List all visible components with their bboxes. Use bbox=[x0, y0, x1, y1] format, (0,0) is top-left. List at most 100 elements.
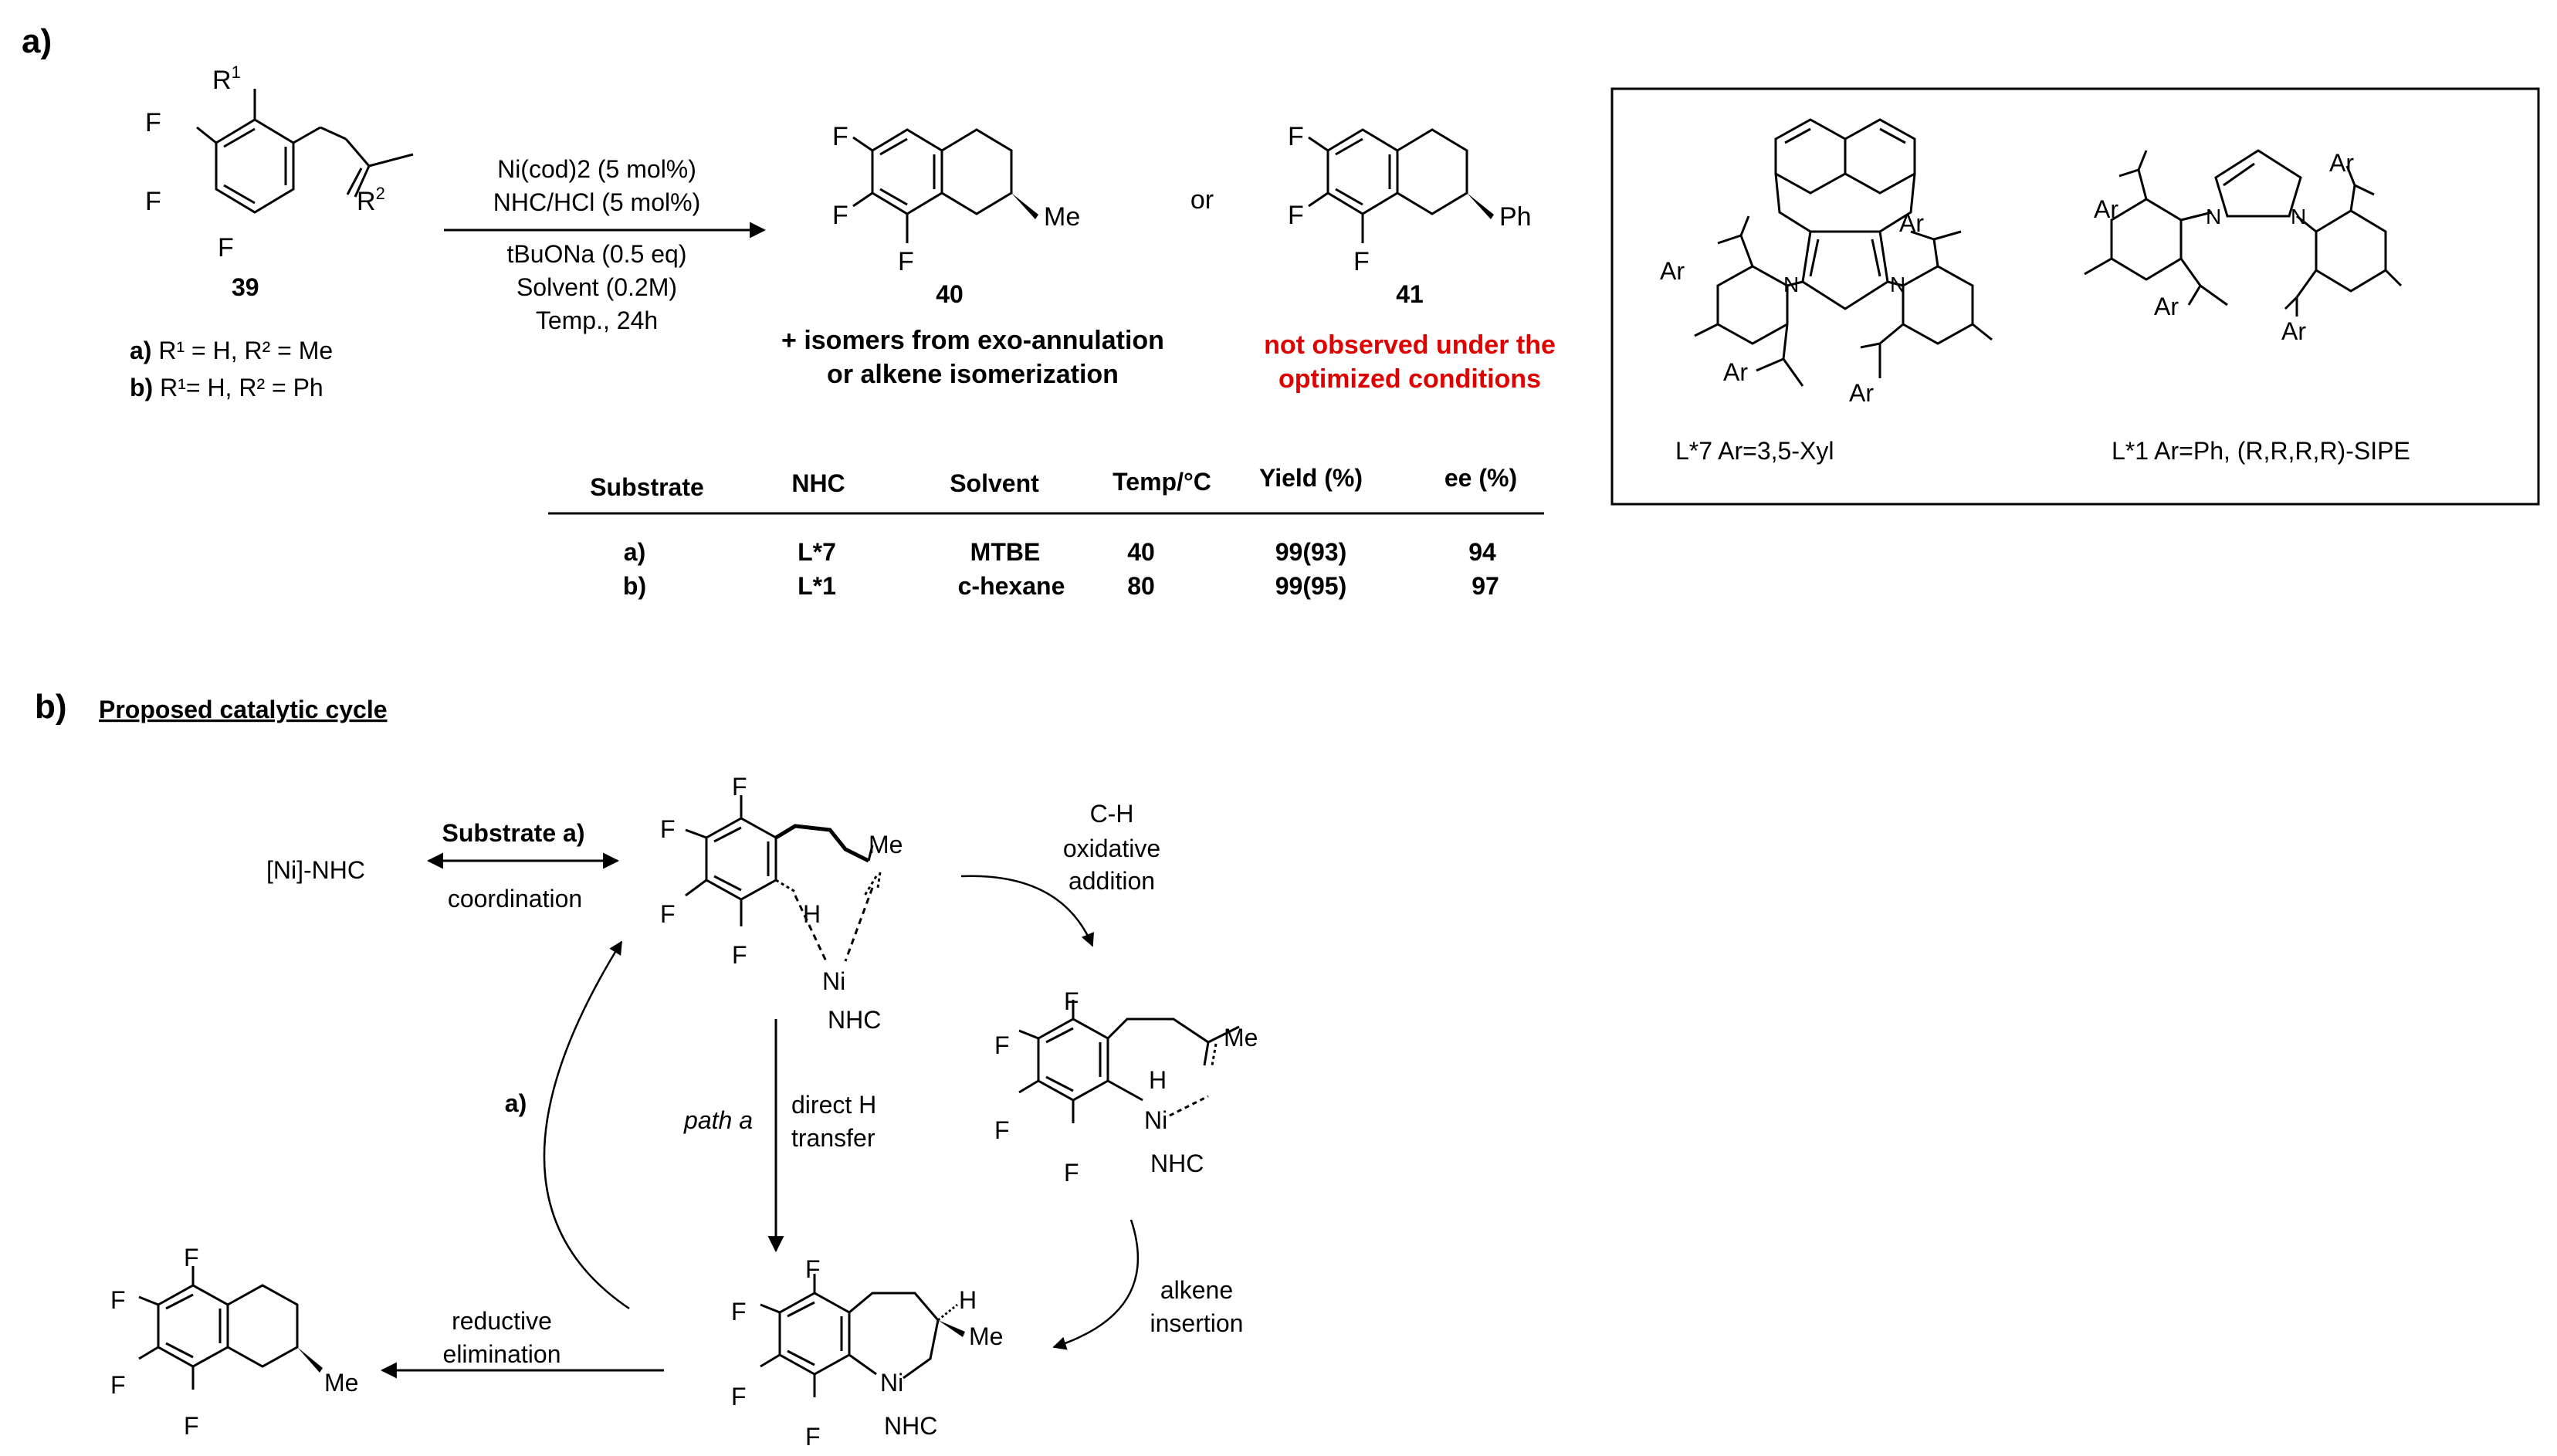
ligand-box bbox=[1610, 87, 2540, 506]
variant-b: b) R¹= H, R² = Ph bbox=[130, 374, 323, 401]
product-40-structure bbox=[852, 128, 1013, 243]
product-40-number: 40 bbox=[936, 280, 964, 308]
atom-f: F bbox=[184, 1412, 199, 1440]
atom-f: F bbox=[145, 108, 161, 137]
atom-f: F bbox=[184, 1244, 199, 1271]
ligand-ar: Ar bbox=[1849, 379, 1874, 407]
wedge-bond bbox=[297, 1347, 323, 1373]
product-41-structure bbox=[1308, 128, 1468, 243]
atom-f: F bbox=[145, 187, 161, 216]
ligand-n: N bbox=[2291, 205, 2306, 229]
table-cell: MTBE bbox=[970, 538, 1041, 566]
atom-me: Me bbox=[869, 831, 903, 858]
wedge-bond bbox=[1467, 193, 1494, 219]
ligand-ar: Ar bbox=[1723, 358, 1748, 386]
product-40-substituent: Me bbox=[1044, 202, 1080, 232]
reductive-elimination-label: reductive bbox=[452, 1307, 552, 1335]
atom-f: F bbox=[898, 247, 914, 276]
atom-me: Me bbox=[1224, 1024, 1258, 1051]
atom-h: H bbox=[803, 900, 821, 928]
ligand-n: N bbox=[1890, 273, 1905, 296]
atom-f: F bbox=[218, 233, 234, 262]
ch-label: oxidative bbox=[1063, 835, 1160, 862]
table-header: NHC bbox=[791, 469, 845, 497]
alkene-insertion-label: insertion bbox=[1150, 1309, 1244, 1337]
condition-line: NHC/HCl (5 mol%) bbox=[493, 188, 700, 216]
ch-label: addition bbox=[1069, 867, 1155, 895]
alkene-insertion-arrow bbox=[1052, 1219, 1139, 1350]
atom-f: F bbox=[805, 1423, 821, 1451]
atom-h: H bbox=[1149, 1066, 1167, 1094]
ligand-ar: Ar bbox=[2154, 293, 2179, 320]
substrate-arrow-label: Substrate a) bbox=[442, 819, 585, 847]
wedge-bond bbox=[938, 1320, 965, 1337]
condition-line: Ni(cod)2 (5 mol%) bbox=[497, 155, 696, 183]
atom-f: F bbox=[731, 1383, 747, 1410]
ni-nhc-label: [Ni]-NHC bbox=[266, 856, 365, 884]
table-header: Yield (%) bbox=[1259, 464, 1363, 492]
atom-f: F bbox=[731, 1298, 747, 1326]
product-40-note: + isomers from exo-annulation bbox=[781, 326, 1164, 355]
table-cell: c-hexane bbox=[958, 572, 1065, 600]
atom-f: F bbox=[832, 122, 848, 151]
ligand-n: N bbox=[1783, 273, 1799, 296]
table-header: Temp/°C bbox=[1113, 468, 1211, 496]
results-table: Substrate NHC Solvent Temp/°C Yield (%) … bbox=[548, 464, 1544, 600]
or-text: or bbox=[1190, 185, 1214, 215]
atom-f: F bbox=[660, 815, 676, 843]
wedge-bond bbox=[1011, 193, 1038, 219]
ligand-ar: Ar bbox=[2329, 149, 2354, 177]
product-41-substituent: Ph bbox=[1499, 202, 1532, 232]
panel-b-label: b) bbox=[35, 688, 67, 726]
atom-f: F bbox=[660, 900, 676, 928]
ligand-ar: Ar bbox=[1660, 257, 1685, 285]
table-header: Substrate bbox=[590, 473, 704, 501]
ligand-ar: Ar bbox=[2281, 317, 2306, 345]
reductive-elimination-label: elimination bbox=[443, 1340, 561, 1368]
substrate-r2: R2 bbox=[357, 184, 385, 216]
atom-nhc: NHC bbox=[1150, 1150, 1204, 1177]
nickel-hydride-structure bbox=[1018, 1000, 1240, 1123]
variant-a: a) R¹ = H, R² = Me bbox=[130, 337, 333, 364]
path-a-label: path a bbox=[683, 1106, 753, 1134]
substrate-39-structure bbox=[196, 89, 414, 214]
atom-nhc: NHC bbox=[884, 1412, 937, 1440]
atom-f: F bbox=[805, 1255, 821, 1283]
product-41-number: 41 bbox=[1396, 280, 1424, 308]
panel-b-title: Proposed catalytic cycle bbox=[99, 696, 388, 723]
atom-f: F bbox=[1353, 247, 1370, 276]
atom-h: H bbox=[959, 1286, 977, 1314]
condition-line: Solvent (0.2M) bbox=[516, 273, 677, 301]
atom-ni: Ni bbox=[880, 1369, 903, 1397]
condition-line: tBuONa (0.5 eq) bbox=[507, 240, 687, 268]
atom-f: F bbox=[1288, 122, 1304, 151]
table-cell: 40 bbox=[1127, 538, 1155, 566]
ch-label: C-H bbox=[1090, 800, 1134, 828]
product-41-note: optimized conditions bbox=[1278, 364, 1541, 394]
table-cell: 99(95) bbox=[1275, 572, 1347, 600]
table-cell: 94 bbox=[1468, 538, 1496, 566]
cycle-a-label: a) bbox=[505, 1089, 527, 1117]
atom-f: F bbox=[110, 1286, 126, 1314]
product-41-note: not observed under the bbox=[1264, 330, 1556, 360]
atom-me: Me bbox=[969, 1322, 1003, 1350]
atom-f: F bbox=[1064, 987, 1079, 1015]
table-cell: L*7 bbox=[798, 538, 836, 566]
ligand-l1-structure bbox=[2084, 149, 2403, 317]
direct-transfer-label: transfer bbox=[791, 1124, 875, 1152]
atom-f: F bbox=[732, 941, 747, 969]
coordination-label: coordination bbox=[448, 885, 582, 913]
table-cell: 99(93) bbox=[1275, 538, 1347, 566]
alkene-insertion-label: alkene bbox=[1160, 1276, 1233, 1304]
atom-nhc: NHC bbox=[828, 1006, 881, 1034]
ligand-n: N bbox=[2206, 205, 2221, 229]
ligand-ar: Ar bbox=[2094, 195, 2118, 223]
atom-f: F bbox=[994, 1031, 1010, 1059]
coordination-complex-structure bbox=[685, 795, 882, 962]
atom-f: F bbox=[994, 1116, 1010, 1144]
table-cell: b) bbox=[623, 572, 646, 600]
table-header: Solvent bbox=[950, 469, 1039, 497]
panel-a-label: a) bbox=[22, 22, 52, 60]
atom-me: Me bbox=[324, 1369, 358, 1397]
